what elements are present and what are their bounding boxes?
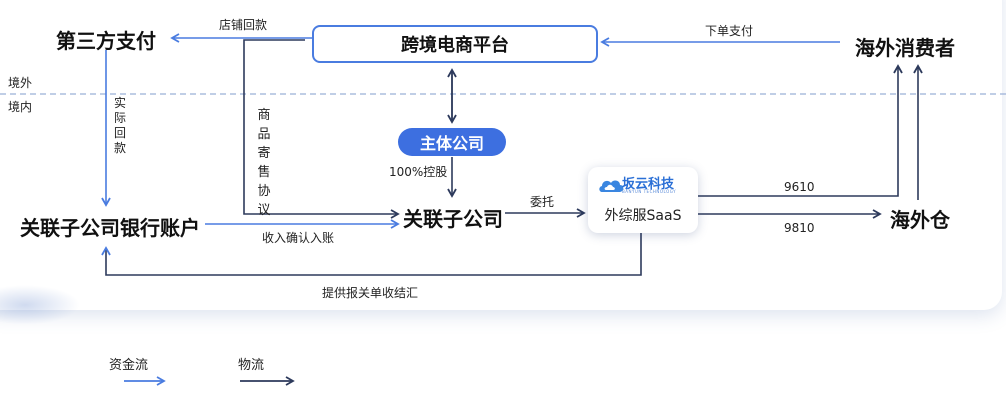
saas-title: 外综服SaaS (604, 208, 682, 224)
saas-brand-sub: BANYUN TECHNOLOGY (622, 189, 677, 194)
zone-inside: 境内 (8, 100, 33, 114)
node-overseas-consumer: 海外消费者 (855, 36, 955, 60)
edge-9610 (698, 64, 903, 197)
node-saas: 坂云科技 BANYUN TECHNOLOGY 外综服SaaS (588, 167, 698, 233)
node-platform: 跨境电商平台 (312, 25, 598, 63)
label-actual-payment: 实际回款 (113, 96, 126, 155)
node-main-company: 主体公司 (398, 128, 506, 156)
legend-capital-flow: 资金流 (109, 358, 149, 373)
edge-consignment (243, 39, 400, 219)
legend-logistics: 物流 (238, 358, 265, 373)
label-store-payment: 店铺回款 (219, 18, 268, 32)
label-customs: 提供报关单收结汇 (322, 286, 419, 300)
label-entrust: 委托 (530, 195, 555, 209)
cloud-logo-icon (599, 180, 624, 192)
label-order-payment: 下单支付 (705, 24, 754, 38)
zone-outside: 境外 (8, 76, 33, 90)
node-affiliate-bank-account: 关联子公司银行账户 (20, 216, 200, 240)
label-holding: 100%控股 (389, 165, 448, 179)
node-third-party-payment: 第三方支付 (56, 29, 156, 53)
node-overseas-warehouse: 海外仓 (890, 208, 950, 232)
label-consignment: 商品寄售协议 (257, 108, 271, 218)
label-9810: 9810 (784, 221, 815, 235)
label-9610: 9610 (784, 180, 815, 194)
saas-brand: 坂云科技 (622, 177, 675, 192)
label-income: 收入确认入账 (262, 231, 335, 245)
edge-customs (101, 233, 642, 276)
node-affiliate: 关联子公司 (403, 207, 503, 231)
